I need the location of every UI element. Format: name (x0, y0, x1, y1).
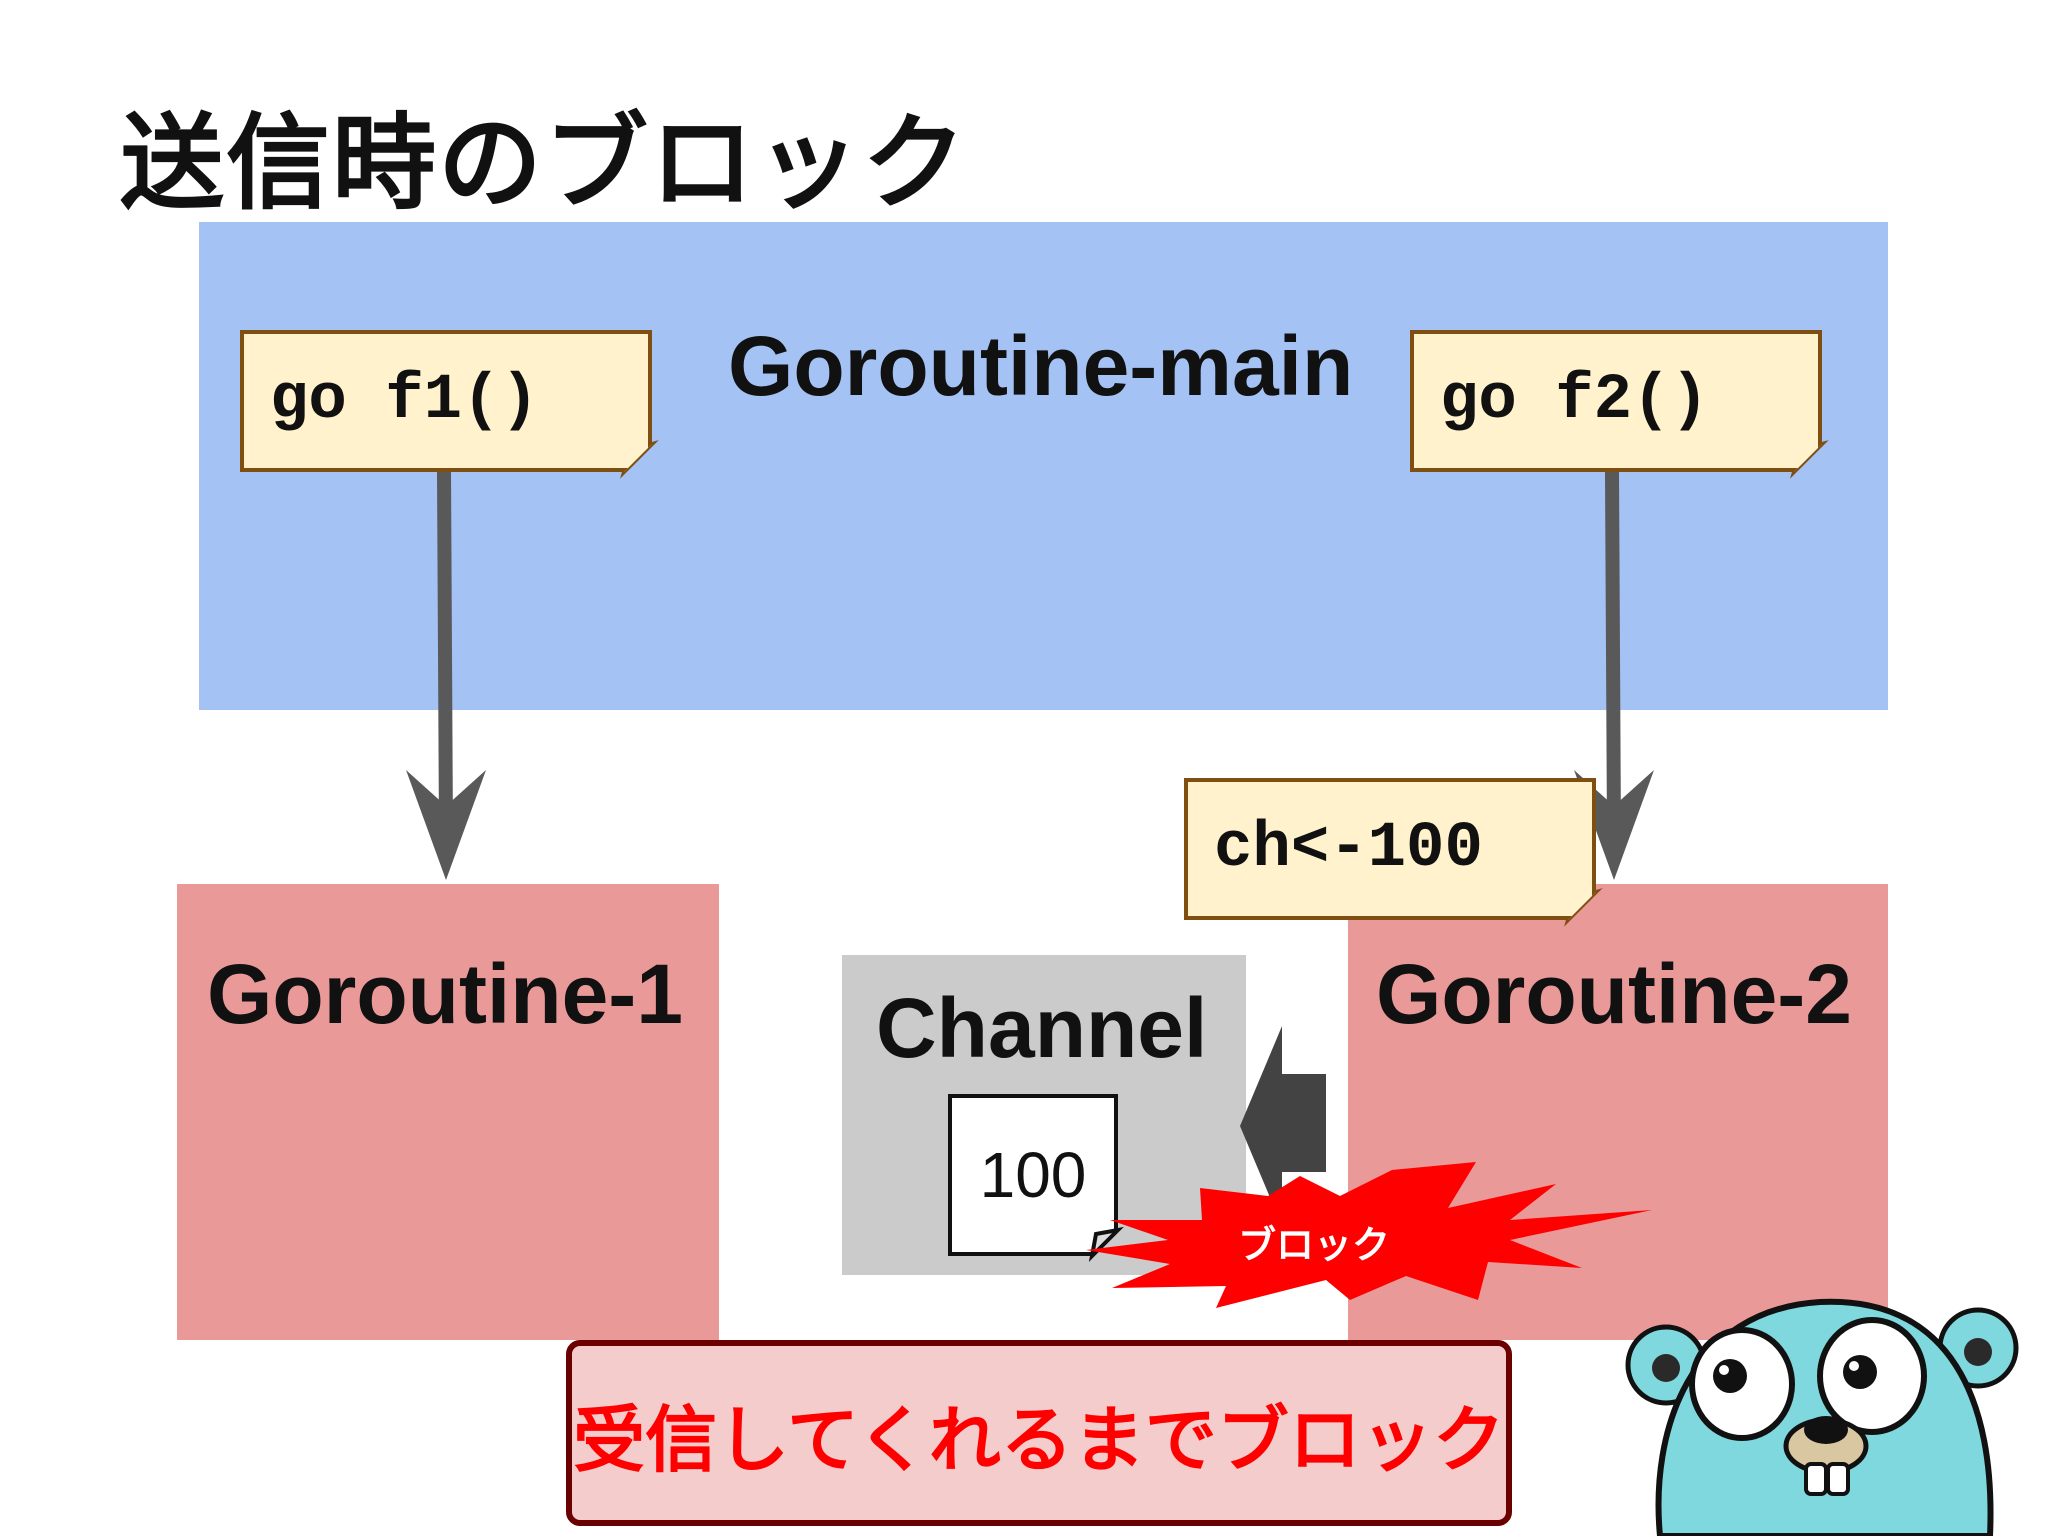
channel-value: 100 (979, 1139, 1087, 1211)
channel-value-card: 100 (948, 1094, 1118, 1256)
goroutine-1-box (177, 884, 719, 1340)
send-arrow (1240, 1026, 1326, 1226)
slide-title: 送信時のブロック (120, 102, 969, 224)
note-channel-send-text: ch<-100 (1214, 813, 1483, 885)
note-go-f1-text: go f1() (270, 365, 539, 437)
goroutine-2-label: Goroutine-2 (1376, 947, 1852, 1041)
goroutine-1-label: Goroutine-1 (207, 947, 683, 1041)
goroutine-main-label: Goroutine-main (728, 319, 1354, 413)
note-go-f1: go f1() (240, 330, 652, 472)
note-go-f2-text: go f2() (1440, 365, 1709, 437)
note-go-f2: go f2() (1410, 330, 1822, 472)
note-channel-send: ch<-100 (1184, 778, 1596, 920)
block-burst-label: ブロック (1238, 1223, 1391, 1267)
channel-label: Channel (876, 981, 1208, 1075)
result-callout: 受信してくれるまでブロック (566, 1340, 1512, 1526)
result-callout-text: 受信してくれるまでブロック (573, 1397, 1505, 1482)
